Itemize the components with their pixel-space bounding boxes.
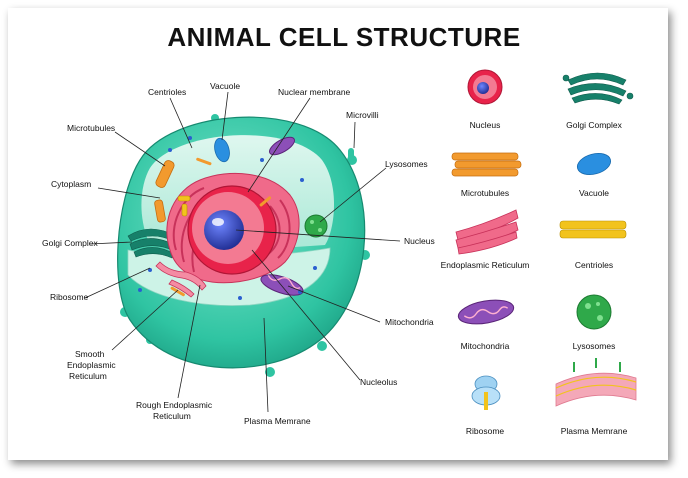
page-title: ANIMAL CELL STRUCTURE	[167, 22, 521, 52]
label-plasma-membrane: Plasma Memrane	[244, 416, 311, 426]
label-nucleolus: Nucleolus	[360, 377, 397, 387]
label-vacuole: Vacuole	[210, 81, 240, 91]
centrioles-icon	[559, 220, 627, 239]
label-cytoplasm: Cytoplasm	[51, 179, 91, 189]
label-smooth-er-line1: Smooth	[75, 349, 105, 359]
leader-lines	[84, 91, 401, 413]
microtubules	[154, 160, 175, 223]
label-microvilli: Microvilli	[346, 110, 379, 120]
legend-label-vacuole: Vacuole	[579, 188, 609, 198]
label-centrioles: Centrioles	[148, 87, 186, 97]
ribosomes	[138, 136, 317, 300]
legend-label-ribosome: Ribosome	[466, 426, 505, 436]
label-rough-er-line1: Rough Endoplasmic	[136, 400, 213, 410]
smooth-endoplasmic-reticulum	[155, 261, 207, 298]
plasma-membrane-icon	[555, 358, 637, 407]
nucleus-icon	[467, 69, 503, 105]
legend-label-nucleus: Nucleus	[470, 120, 501, 130]
label-microtubules: Microtubules	[67, 123, 115, 133]
label-nucleus: Nucleus	[404, 236, 435, 246]
legend: Nucleus Golgi Complex Microtubules Vacuo…	[441, 69, 637, 436]
mitochondria-icon	[457, 299, 515, 325]
label-smooth-er-line2: Endoplasmic	[67, 360, 116, 370]
diagram-labels: Centrioles Vacuole Nuclear membrane Micr…	[42, 81, 435, 426]
golgi-complex	[127, 228, 177, 259]
centrioles	[177, 195, 191, 217]
legend-label-microtubules: Microtubules	[461, 188, 509, 198]
lysosome	[304, 214, 328, 238]
lysosomes-icon	[576, 294, 612, 330]
animal-cell	[117, 114, 370, 377]
legend-label-lysosomes: Lysosomes	[573, 341, 616, 351]
legend-label-centrioles: Centrioles	[575, 260, 613, 270]
legend-label-plasma-membrane: Plasma Memrane	[561, 426, 628, 436]
label-nuclear-membrane: Nuclear membrane	[278, 87, 351, 97]
ribosome-icon	[471, 375, 501, 410]
endoplasmic-reticulum-icon	[455, 209, 519, 255]
label-rough-er-line2: Reticulum	[153, 411, 191, 421]
label-lysosomes: Lysosomes	[385, 159, 428, 169]
vacuole	[214, 137, 230, 163]
legend-label-mitochondria: Mitochondria	[461, 341, 510, 351]
microtubules-icon	[451, 152, 522, 177]
golgi-complex-icon	[562, 72, 634, 105]
label-golgi-complex: Golgi Complex	[42, 238, 98, 248]
label-ribosome: Ribosome	[50, 292, 89, 302]
legend-label-endoplasmic-reticulum: Endoplasmic Reticulum	[441, 260, 530, 270]
nucleus	[187, 185, 277, 275]
label-smooth-er-line3: Reticulum	[69, 371, 107, 381]
legend-label-golgi-complex: Golgi Complex	[566, 120, 622, 130]
vacuole-icon	[576, 152, 612, 176]
label-mitochondria: Mitochondria	[385, 317, 434, 327]
